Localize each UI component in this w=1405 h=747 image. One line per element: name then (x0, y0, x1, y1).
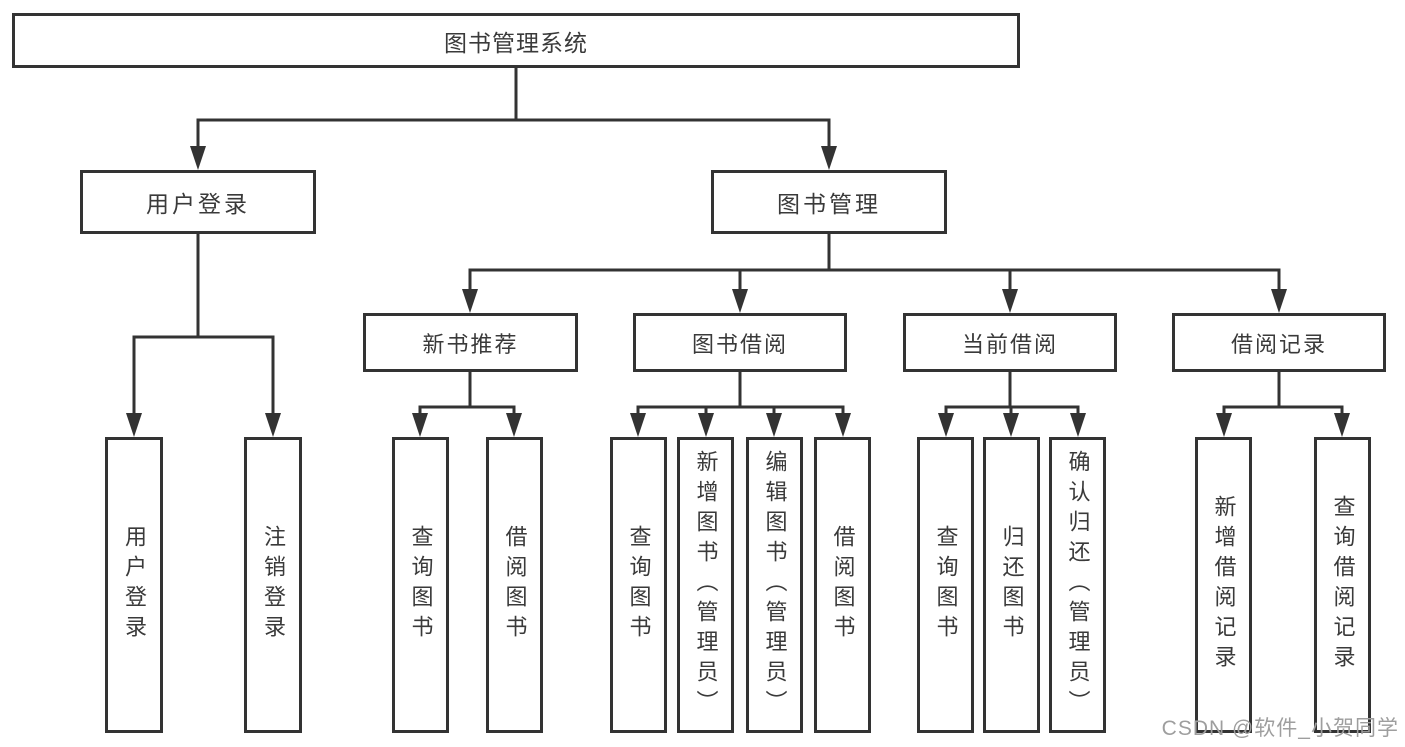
arrowhead-borrow-records (1271, 289, 1287, 313)
arrowhead-current-borrow (1002, 289, 1018, 313)
connector-book-borrow-split (636, 370, 845, 419)
leaf-logout: 注销登录 (244, 437, 302, 733)
arrowhead-cb-query (938, 413, 954, 437)
connector-user-login-split (132, 232, 275, 417)
node-book-borrow: 图书借阅 (633, 313, 847, 372)
node-current-borrow: 当前借阅 (903, 313, 1117, 372)
leaf-query-books-current: 查询图书 (917, 437, 974, 733)
arrowhead-nbr-borrow (506, 413, 522, 437)
connector-new-book-recommend-split (418, 370, 516, 419)
connector-current-borrow-split (944, 370, 1080, 419)
arrowhead-book-borrow (732, 289, 748, 313)
arrowhead-bb-borrow (835, 413, 851, 437)
leaf-query-books-recommend: 查询图书 (392, 437, 449, 733)
leaf-return-book: 归还图书 (983, 437, 1040, 733)
arrowhead-bb-edit (766, 413, 782, 437)
arrowhead-cb-return (1003, 413, 1019, 437)
node-book-management: 图书管理 (711, 170, 947, 234)
node-borrow-records: 借阅记录 (1172, 313, 1386, 372)
node-user-login: 用户登录 (80, 170, 316, 234)
leaf-user-login: 用户登录 (105, 437, 163, 733)
leaf-edit-book-admin: 编辑图书（管理员） (746, 437, 803, 733)
leaf-add-book-admin: 新增图书（管理员） (677, 437, 734, 733)
arrowhead-leaf-logout (265, 413, 281, 437)
connector-root-split (196, 66, 831, 150)
leaf-confirm-return-admin: 确认归还（管理员） (1049, 437, 1106, 733)
csdn-watermark: CSDN @软件_小贺同学 (1161, 717, 1399, 740)
leaf-borrow-books: 借阅图书 (814, 437, 871, 733)
arrowhead-book-management (821, 146, 837, 170)
arrowhead-new-book-recommend (462, 289, 478, 313)
connector-book-management-split (468, 232, 1281, 293)
arrowhead-bb-query (630, 413, 646, 437)
arrowhead-user-login (190, 146, 206, 170)
arrowhead-nbr-query (412, 413, 428, 437)
arrowhead-leaf-user-login (126, 413, 142, 437)
arrowhead-br-add (1216, 413, 1232, 437)
arrowhead-br-query (1334, 413, 1350, 437)
leaf-query-books-borrow: 查询图书 (610, 437, 667, 733)
node-new-book-recommend: 新书推荐 (363, 313, 578, 372)
arrowhead-cb-confirm (1070, 413, 1086, 437)
connector-borrow-records-split (1222, 370, 1344, 419)
leaf-add-borrow-record: 新增借阅记录 (1195, 437, 1252, 733)
leaf-borrow-books-recommend: 借阅图书 (486, 437, 543, 733)
node-root: 图书管理系统 (12, 13, 1020, 68)
leaf-query-borrow-record: 查询借阅记录 (1314, 437, 1371, 733)
arrowhead-bb-add (698, 413, 714, 437)
